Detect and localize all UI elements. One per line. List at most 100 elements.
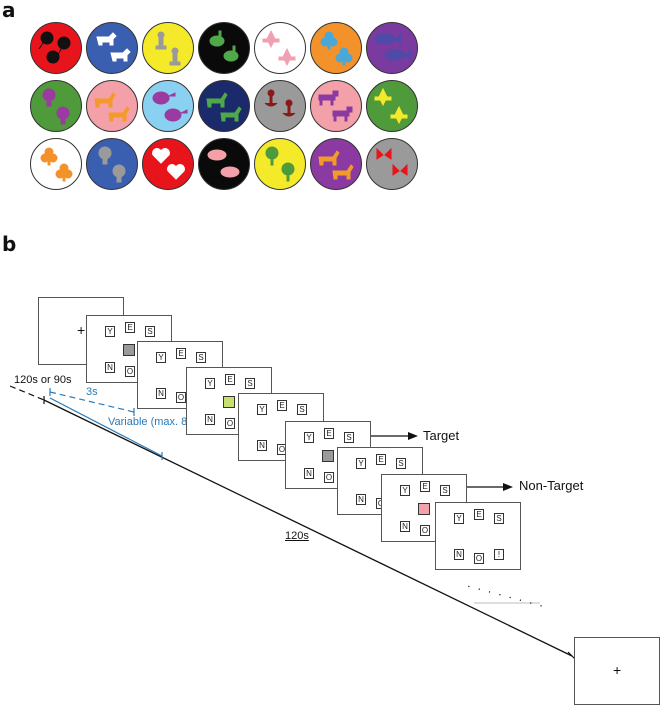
tree-icon: [265, 146, 295, 182]
letter-box: N: [454, 549, 464, 560]
letter-box: S: [494, 513, 504, 524]
deer-icon: [206, 92, 242, 122]
letter-box: E: [176, 348, 186, 359]
fish-icon: [374, 32, 412, 62]
nontarget-label: Non-Target: [519, 478, 584, 493]
letter-box: !: [494, 549, 504, 560]
first-duration-line: [9, 385, 45, 401]
first-duration-label: 120s or 90s: [14, 374, 72, 386]
anchor-disc: [254, 80, 306, 132]
letter-box: Y: [257, 404, 267, 415]
dog-disc: [310, 80, 362, 132]
deer-icon: [94, 92, 130, 122]
letter-box: S: [396, 458, 406, 469]
letter-box: N: [205, 414, 215, 425]
stimulus-grid: [30, 22, 430, 212]
stimulus-row: [30, 80, 430, 136]
letter-box: N: [257, 440, 267, 451]
fixation-cross: +: [613, 662, 622, 678]
panel-b-label: b: [2, 232, 17, 256]
club-disc: [310, 22, 362, 74]
letter-box: N: [356, 494, 366, 505]
letter-box: Y: [454, 513, 464, 524]
panel-a-label: a: [2, 0, 16, 22]
letter-box: N: [105, 362, 115, 373]
deer-disc: [198, 80, 250, 132]
timeline-lines: [9, 385, 577, 661]
center-stimulus: [322, 450, 334, 462]
stim-duration-line: [49, 391, 135, 413]
letter-box: S: [297, 404, 307, 415]
letter-box: S: [196, 352, 206, 363]
anchor-icon: [264, 89, 296, 117]
letter-box: Y: [156, 352, 166, 363]
chess-pawn-icon: [155, 31, 181, 66]
flower-disc: [86, 138, 138, 190]
flower-icon: [42, 88, 70, 125]
rose-icon: [38, 31, 71, 64]
dog-icon: [318, 90, 353, 122]
deer-disc: [310, 138, 362, 190]
letter-box: S: [440, 485, 450, 496]
teapot-disc: [142, 80, 194, 132]
fleur-de-lis-disc: [254, 22, 306, 74]
letter-box: Y: [356, 458, 366, 469]
total-duration-label: 120s: [285, 530, 309, 542]
pig-icon: [207, 149, 240, 178]
center-stimulus: [123, 344, 135, 356]
fish-disc: [366, 22, 418, 74]
letter-box: O: [225, 418, 235, 429]
variable-duration-line: [49, 397, 163, 457]
letter-box: N: [156, 388, 166, 399]
horse-disc: [86, 22, 138, 74]
center-stimulus: [418, 503, 430, 515]
target-label: Target: [423, 428, 460, 443]
letter-box: E: [277, 400, 287, 411]
fleur-de-lis-icon: [374, 87, 408, 125]
letter-box: E: [376, 454, 386, 465]
fleur-de-lis-disc: [366, 80, 418, 132]
letter-box: E: [225, 374, 235, 385]
letter-box: O: [125, 366, 135, 377]
letter-box: E: [125, 322, 135, 333]
task-timeline: 120s or 90s 3s Variable (max. 8s) 120s T…: [0, 260, 662, 705]
center-stimulus: [223, 396, 235, 408]
stim-duration-label: 3s: [86, 386, 98, 398]
letter-box: O: [324, 472, 334, 483]
club-disc: [30, 138, 82, 190]
fleur-de-lis-icon: [262, 29, 296, 67]
rose-disc: [30, 22, 82, 74]
total-duration-line: [43, 399, 573, 657]
deer-disc: [86, 80, 138, 132]
club-icon: [320, 31, 353, 66]
letter-box: E: [324, 428, 334, 439]
stimulus-row: [30, 138, 430, 194]
horse-icon: [96, 32, 131, 62]
rabbit-disc: [198, 22, 250, 74]
tree-disc: [254, 138, 306, 190]
club-icon: [40, 147, 73, 182]
chess-pawn-disc: [142, 22, 194, 74]
butterfly-disc: [366, 138, 418, 190]
heart-icon: [152, 148, 185, 180]
flower-icon: [98, 146, 126, 183]
letter-box: E: [474, 509, 484, 520]
fixation-cross: +: [77, 322, 86, 338]
heart-disc: [142, 138, 194, 190]
butterfly-icon: [376, 147, 408, 176]
letter-box: O: [420, 525, 430, 536]
letter-box: N: [304, 468, 314, 479]
letter-box: S: [145, 326, 155, 337]
letter-box: O: [474, 553, 484, 564]
pig-disc: [198, 138, 250, 190]
letter-box: N: [400, 521, 410, 532]
letter-box: S: [245, 378, 255, 389]
teapot-icon: [152, 91, 188, 122]
fixation-screen: +: [574, 637, 660, 705]
letter-box: Y: [205, 378, 215, 389]
deer-icon: [318, 150, 354, 180]
letter-box: E: [420, 481, 430, 492]
variable-duration-label: Variable (max. 8s): [108, 416, 197, 428]
letter-box: Y: [105, 326, 115, 337]
